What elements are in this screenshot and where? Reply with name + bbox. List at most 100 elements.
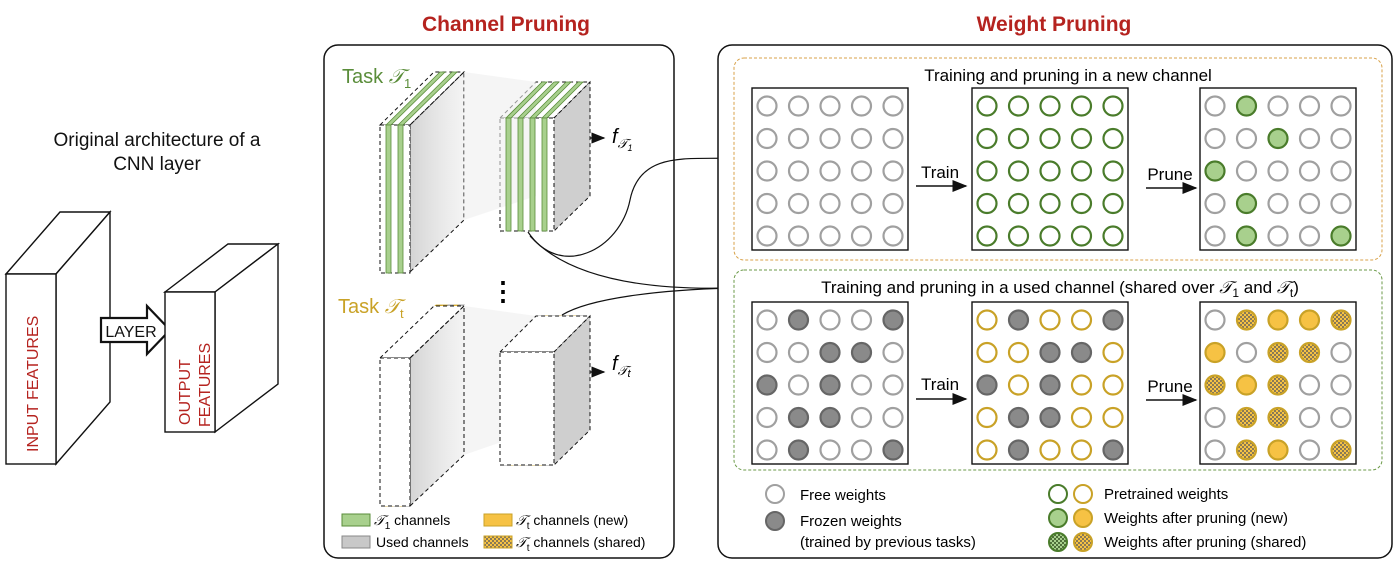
- weight-cell: [882, 95, 904, 117]
- weight-cell: [882, 374, 904, 396]
- weight-grids: [751, 87, 1357, 465]
- legend-frozen-note: (trained by previous tasks): [800, 534, 976, 551]
- weight-cell: [850, 341, 873, 364]
- legend-used-swatch: [341, 535, 371, 549]
- weight-cell: [1039, 127, 1061, 150]
- output-features-label-2: FEATURES: [197, 343, 214, 427]
- weight-cell: [1070, 341, 1093, 364]
- weight-cell: [756, 127, 778, 150]
- weight-cell: [976, 160, 998, 182]
- t1-in-stripe: [385, 124, 392, 274]
- weight-cell: [850, 160, 873, 182]
- weight-cell: [882, 309, 904, 331]
- weight-cell: [756, 95, 778, 117]
- weight-cell: [1039, 192, 1061, 215]
- weight-cell: [1298, 127, 1321, 150]
- weight-cell: [850, 95, 873, 117]
- weight-cell: [976, 192, 998, 215]
- weight-cell: [756, 406, 778, 429]
- prune-label-used: Prune: [1147, 377, 1192, 396]
- weight-cell: [1204, 439, 1226, 461]
- weight-cell: [1102, 95, 1124, 117]
- weight-cell: [1007, 406, 1030, 429]
- connector-to-new-channel: [527, 153, 732, 257]
- used-channel-title: Training and pruning in a used channel (…: [821, 278, 1299, 300]
- weight-cell: [1204, 406, 1226, 429]
- weight-cell: [850, 127, 873, 150]
- weight-cell: [1102, 439, 1124, 461]
- train-label-used: Train: [921, 375, 959, 394]
- weight-cell: [1039, 406, 1061, 429]
- weight-cell: [976, 225, 998, 247]
- caption-line-1: Original architecture of a: [54, 130, 261, 151]
- weight-cell: [1267, 127, 1289, 150]
- weight-cell: [882, 341, 904, 364]
- t1-out-stripe: [517, 117, 524, 232]
- weight-cell: [976, 374, 998, 396]
- legend-tt-new-swatch: [483, 513, 513, 527]
- weight-cell: [756, 192, 778, 215]
- weight-cell: [1007, 160, 1030, 182]
- weight-cell: [1267, 406, 1289, 429]
- weight-cell: [1298, 225, 1321, 247]
- weight-cell: [1007, 127, 1030, 150]
- input-features-label: INPUT FEATURES: [25, 316, 42, 452]
- weight-cell: [976, 127, 998, 150]
- weight-cell: [1267, 374, 1289, 396]
- weight-cell: [787, 341, 810, 364]
- weight-cell: [1039, 374, 1061, 396]
- weight-cell: [976, 309, 998, 331]
- taskt-input-channels: [378, 304, 466, 508]
- weight-cell: [1070, 192, 1093, 215]
- weight-cell: [756, 341, 778, 364]
- legend-after-shared-text: Weights after pruning (shared): [1104, 534, 1306, 551]
- weight-cell: [882, 406, 904, 429]
- weight-cell: [819, 225, 841, 247]
- weight-cell: [1007, 95, 1030, 117]
- weight-cell: [1070, 95, 1093, 117]
- layer-arrow: LAYER: [99, 303, 172, 357]
- weight-cell: [1102, 341, 1124, 364]
- weight-cell: [756, 160, 778, 182]
- weight-cell: [787, 374, 810, 396]
- weight-cell: [1235, 95, 1258, 117]
- weight-cell: [976, 341, 998, 364]
- weight-cell: [1007, 309, 1030, 331]
- weight-cell: [1102, 127, 1124, 150]
- weight-cell: [976, 95, 998, 117]
- weight-cell: [882, 127, 904, 150]
- weight-cell: [1267, 439, 1289, 461]
- weight-cell: [756, 374, 778, 396]
- weight-cell: [976, 439, 998, 461]
- prune-label-new: Prune: [1147, 165, 1192, 184]
- weight-cell: [850, 374, 873, 396]
- t1-out-stripe: [541, 117, 548, 232]
- used-channel-box: [733, 269, 1383, 471]
- legend-after-new-text: Weights after pruning (new): [1104, 510, 1288, 527]
- t1-out-stripe: [505, 117, 512, 232]
- weight-cell: [1235, 439, 1258, 461]
- weight-cell: [882, 225, 904, 247]
- legend-new-green-icon: [1048, 508, 1068, 528]
- weight-cell: [1330, 341, 1352, 364]
- weight-cell: [1235, 225, 1258, 247]
- input-features-block: INPUT FEATURES: [4, 210, 112, 466]
- weight-legend: Free weights Frozen weights (trained by …: [765, 484, 1306, 552]
- t1-out-stripe: [529, 117, 536, 232]
- output-features-label-1: OUTPUT: [177, 359, 194, 425]
- weight-cell: [1267, 341, 1289, 364]
- weight-cell: [1267, 309, 1289, 331]
- weight-cell: [1330, 439, 1352, 461]
- weight-cell: [787, 225, 810, 247]
- weight-cell: [1102, 192, 1124, 215]
- task1-label: Task 𝒯1: [342, 66, 411, 91]
- output-features-block: OUTPUT FEATURES: [162, 242, 281, 434]
- weight-cell: [1039, 341, 1061, 364]
- weight-cell: [1070, 439, 1093, 461]
- weight-cell: [756, 309, 778, 331]
- weight-cell: [1102, 374, 1124, 396]
- taskt-label: Task 𝒯t: [338, 296, 407, 321]
- weight-cell: [819, 341, 841, 364]
- weight-cell: [1204, 192, 1226, 215]
- weight-cell: [787, 160, 810, 182]
